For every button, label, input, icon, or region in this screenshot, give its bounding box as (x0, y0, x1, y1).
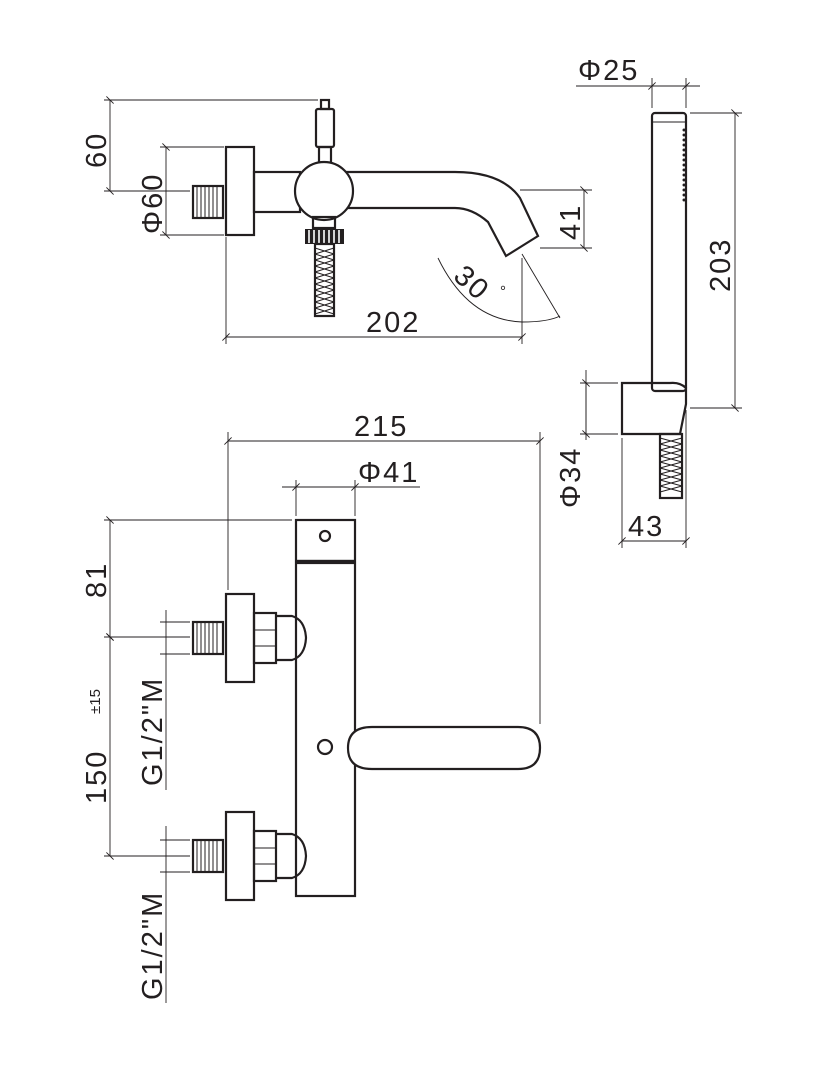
hand-shower-hose (658, 432, 684, 500)
mixer-dimension-lines (104, 432, 544, 1003)
spout-neck (252, 170, 302, 214)
dim-holder-height: Φ34 (555, 447, 587, 508)
dim-mixer-body-diameter: Φ41 (358, 457, 419, 489)
spout-hose (313, 242, 336, 318)
mixer-inlet-lower (191, 810, 308, 902)
hand-shower-holder (620, 381, 688, 436)
spray-nozzles (682, 128, 686, 202)
diverter-body (293, 160, 355, 222)
dim-inlet-thread-lower: G1/2"M (137, 891, 169, 1000)
dim-inlet-spacing: 150 (81, 750, 113, 804)
hand-shower-handle (650, 111, 688, 393)
mixer-body (294, 561, 357, 898)
spout-wall-flange (224, 145, 256, 237)
dim-inlet-thread-upper: G1/2"M (137, 677, 169, 786)
mixer-indicator-hole (316, 738, 334, 756)
dim-spout-drop: 41 (555, 204, 587, 240)
hand-shower (620, 111, 688, 500)
dim-spout-angle-unit: ° (500, 283, 506, 300)
mixer-front-view (191, 518, 542, 902)
hose-connector (305, 215, 344, 244)
dim-handshower-diameter: Φ25 (578, 55, 639, 87)
dim-handshower-length: 203 (705, 238, 737, 292)
spout-threaded-inlet (191, 184, 225, 220)
spout-tube (340, 170, 540, 258)
dim-spout-height: 60 (81, 132, 113, 168)
dim-mixer-total-width: 215 (354, 411, 408, 443)
dim-inlet-spacing-tolerance: ±15 (87, 689, 104, 714)
dim-holder-depth: 43 (628, 511, 664, 543)
dim-spout-flange-diameter: Φ60 (137, 173, 169, 234)
spout-dimension-lines (104, 96, 592, 344)
mixer-lever-handle (346, 725, 542, 771)
hand-shower-dimension-lines (576, 78, 742, 548)
mixer-inlet-upper (191, 592, 308, 684)
dim-spout-length: 202 (366, 307, 420, 339)
dim-top-to-inlet: 81 (81, 562, 113, 598)
dim-spout-angle: 30 (447, 259, 495, 307)
diverter-knob (314, 98, 336, 167)
spout-top-view (191, 98, 540, 318)
